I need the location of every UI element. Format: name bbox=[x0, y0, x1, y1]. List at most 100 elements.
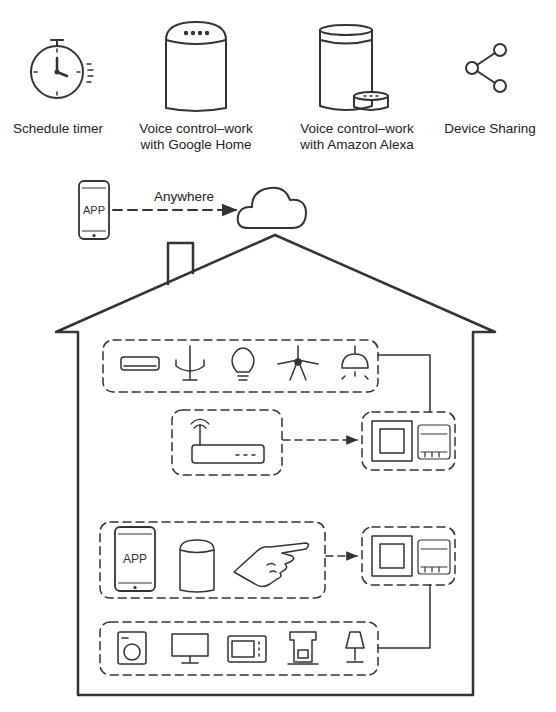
house-outline bbox=[56, 235, 495, 695]
timer-icon bbox=[56, 71, 59, 74]
google-home-icon bbox=[166, 40, 226, 44]
microwave-icon bbox=[258, 642, 260, 656]
google-home-icon bbox=[192, 32, 194, 34]
washing-machine-icon bbox=[118, 632, 146, 664]
amazon-echo-icon bbox=[320, 25, 372, 35]
washing-machine-icon bbox=[124, 644, 140, 660]
phone-outline bbox=[115, 527, 155, 591]
google-home-icon bbox=[185, 32, 187, 34]
ceiling-fan-icon bbox=[278, 346, 318, 380]
phone-button bbox=[133, 586, 136, 589]
app-label: APP bbox=[123, 552, 147, 566]
share-icon bbox=[477, 53, 495, 83]
amazon-echo-icon bbox=[354, 92, 388, 100]
wall-switch-icon bbox=[380, 544, 404, 568]
wire bbox=[378, 355, 430, 412]
microwave-icon bbox=[228, 636, 266, 662]
ceiling-fan-icon bbox=[278, 346, 318, 380]
arrow-label: Anywhere bbox=[152, 189, 216, 205]
feature-caption: Voice control–work with Google Home bbox=[130, 121, 262, 153]
washing-machine-icon bbox=[122, 637, 128, 639]
wall-switch-icon bbox=[372, 421, 412, 576]
dashed-group bbox=[362, 412, 455, 470]
dashed-arrow bbox=[283, 439, 357, 441]
anywhere-arrow bbox=[113, 209, 236, 211]
timer-icon bbox=[31, 46, 83, 98]
chandelier-icon bbox=[176, 346, 204, 380]
share-icon bbox=[466, 44, 506, 92]
microwave-icon bbox=[228, 636, 266, 662]
google-home-icon bbox=[199, 32, 201, 34]
amazon-echo-icon bbox=[354, 96, 388, 110]
share-icon bbox=[494, 44, 506, 56]
timer-icon bbox=[87, 64, 93, 82]
phone-screen-line bbox=[118, 534, 152, 583]
wire bbox=[378, 585, 430, 648]
air-conditioner-icon bbox=[121, 357, 159, 370]
monitor-icon bbox=[172, 634, 208, 663]
bulb-icon bbox=[232, 348, 254, 380]
bulb-icon bbox=[232, 348, 254, 380]
dashed-group bbox=[100, 522, 325, 598]
monitor-icon bbox=[182, 656, 198, 663]
phone-screen-line bbox=[82, 188, 106, 231]
share-icon bbox=[466, 62, 478, 74]
phone-node: APP bbox=[114, 526, 156, 592]
cloud-icon bbox=[238, 188, 306, 228]
dashed-group bbox=[100, 622, 378, 675]
wall-switch-icon bbox=[372, 421, 412, 461]
phone-button bbox=[92, 234, 95, 237]
coffee-machine-icon bbox=[288, 632, 318, 664]
timer-icon bbox=[34, 49, 80, 95]
dashed-group bbox=[362, 527, 455, 585]
router-icon bbox=[191, 420, 264, 464]
coffee-machine-icon bbox=[288, 663, 318, 665]
wire bbox=[378, 355, 430, 648]
amazon-echo-icon bbox=[320, 40, 372, 44]
chandelier-icon bbox=[176, 346, 204, 380]
anywhere-arrow bbox=[113, 209, 236, 211]
dashed-arrow bbox=[326, 555, 357, 557]
google-home-icon bbox=[180, 540, 214, 592]
relay-module-icon bbox=[421, 549, 447, 572]
router-icon bbox=[191, 420, 209, 429]
google-home-icon bbox=[166, 22, 226, 111]
microwave-icon bbox=[232, 641, 254, 657]
coffee-machine-icon bbox=[290, 632, 316, 662]
house-outline bbox=[56, 235, 495, 695]
feature-caption: Schedule timer bbox=[3, 121, 113, 137]
monitor-icon bbox=[172, 634, 208, 656]
pointing-hand-icon bbox=[267, 564, 276, 573]
feature-caption: Voice control–work with Amazon Alexa bbox=[291, 121, 423, 153]
router-icon bbox=[200, 425, 255, 455]
relay-module-icon bbox=[418, 425, 450, 459]
dashed-group bbox=[172, 410, 282, 475]
pointing-hand-icon bbox=[234, 543, 309, 587]
feature-caption: Device Sharing bbox=[440, 121, 540, 137]
router-icon bbox=[192, 445, 264, 463]
table-lamp-icon bbox=[346, 632, 364, 662]
air-conditioner-icon bbox=[121, 357, 159, 370]
google-home-icon bbox=[166, 22, 226, 111]
washing-machine-icon bbox=[118, 632, 146, 664]
phone-outline bbox=[79, 181, 109, 239]
amazon-echo-icon bbox=[320, 25, 388, 110]
dashed-arrow bbox=[283, 440, 357, 556]
cloud-icon bbox=[238, 188, 306, 228]
timer-icon bbox=[51, 40, 63, 46]
dashed-group bbox=[100, 340, 455, 675]
relay-module-icon bbox=[418, 540, 450, 574]
google-home-icon bbox=[180, 550, 214, 553]
google-home-icon bbox=[180, 540, 214, 592]
ceiling-fan-icon bbox=[295, 359, 301, 365]
timer-icon bbox=[31, 40, 93, 98]
ceiling-lamp-icon bbox=[342, 346, 368, 379]
relay-module-icon bbox=[421, 434, 447, 457]
google-home-icon bbox=[206, 32, 208, 34]
share-icon bbox=[494, 80, 506, 92]
app-label: APP bbox=[83, 204, 105, 217]
wall-switch-icon bbox=[372, 536, 412, 576]
